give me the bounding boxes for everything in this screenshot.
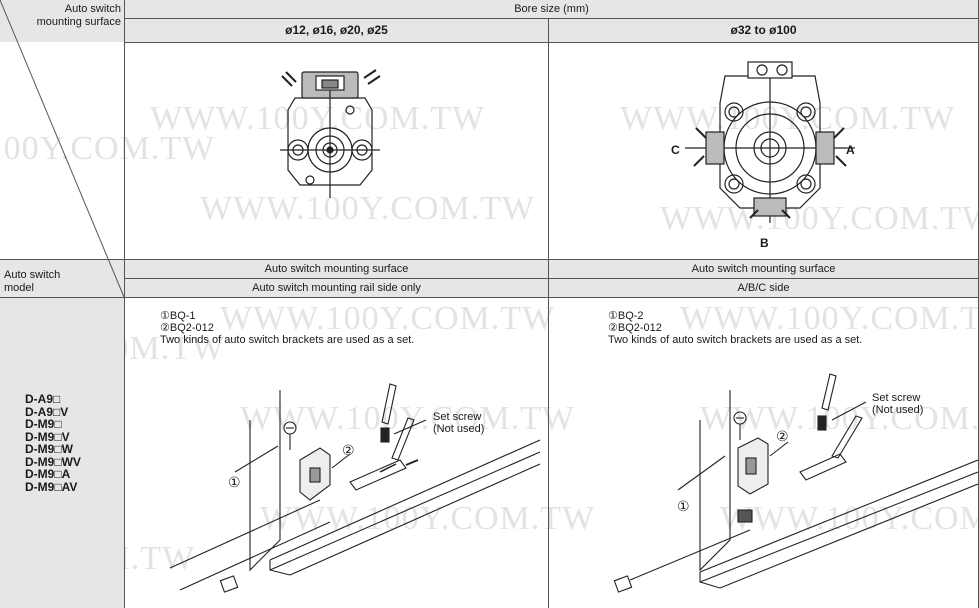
model-item: D-M9□AV (25, 479, 78, 494)
col2-bore-header: ø32 to ø100 (730, 23, 797, 37)
col1-bore-header: ø12, ø16, ø20, ø25 (285, 23, 388, 37)
model-item: D-A9□ (25, 392, 61, 406)
model-item: D-M9□V (25, 429, 70, 444)
not-used-label: (Not used) (872, 404, 924, 416)
col2-bracket-drawing (613, 373, 978, 593)
label-a: A (846, 143, 855, 157)
col2-bracket-2: ②BQ2-012 (608, 322, 662, 334)
grid-line (124, 18, 979, 19)
bore-size-header: Bore size (mm) (514, 2, 589, 15)
col1-bracket-2: ②BQ2-012 (160, 322, 214, 334)
corner-label-top: Auto switch mounting surface (37, 3, 121, 29)
corner-bottom-line1: Auto switch (4, 269, 61, 281)
small-bore-cylinder-drawing (280, 69, 381, 198)
model-list: D-A9□ D-A9□V D-M9□ D-M9□V D-M9□W D-M9□WV… (25, 393, 81, 493)
col2-surface-value: A/B/C side (737, 281, 790, 294)
col2-set-screw: Set screw (Not used) (872, 392, 923, 416)
col1-bracket-note: Two kinds of auto switch brackets are us… (160, 334, 415, 346)
col1-bracket-drawing (169, 383, 540, 593)
grid-line (548, 18, 549, 608)
col1-callout-2: ② (342, 442, 355, 458)
grid-line (0, 297, 979, 298)
corner-label-bottom: Auto switch model (4, 269, 60, 295)
model-item: D-M9□WV (25, 454, 81, 469)
corner-diagonal (0, 0, 125, 298)
col1-bracket-notes: ①BQ-1 ②BQ2-012 Two kinds of auto switch … (160, 310, 414, 346)
model-item: D-M9□W (25, 442, 73, 456)
col1-surface-value: Auto switch mounting rail side only (252, 281, 421, 294)
grid-line (0, 259, 979, 260)
col2-callout-2: ② (776, 428, 789, 444)
col2-bracket-1: ①BQ-2 (608, 310, 644, 322)
model-column-band (0, 297, 124, 608)
col1-callout-1: ① (228, 474, 241, 490)
col2-callout-1: ① (677, 498, 690, 514)
corner-top-line2: mounting surface (36, 16, 121, 28)
set-screw-label: Set screw (872, 392, 921, 404)
large-bore-cylinder-drawing (685, 61, 855, 223)
col1-bracket-1: ①BQ-1 (160, 310, 196, 322)
header-band (0, 0, 979, 42)
corner-top-line1: Auto switch (64, 3, 121, 15)
col2-surface-label: Auto switch mounting surface (691, 262, 836, 275)
col1-surface-label: Auto switch mounting surface (264, 262, 409, 275)
model-item: D-A9□V (25, 404, 69, 419)
col2-bracket-notes: ①BQ-2 ②BQ2-012 Two kinds of auto switch … (608, 310, 862, 346)
grid-line (124, 0, 125, 608)
grid-line (124, 42, 979, 43)
not-used-label: (Not used) (433, 423, 485, 435)
corner-bottom-line2: model (4, 282, 34, 294)
label-b: B (760, 236, 769, 250)
set-screw-label: Set screw (433, 411, 482, 423)
model-item: D-M9□ (25, 417, 62, 431)
col2-bracket-note: Two kinds of auto switch brackets are us… (608, 334, 863, 346)
grid-line (124, 278, 979, 279)
col1-set-screw: Set screw (Not used) (433, 411, 484, 435)
model-item: D-M9□A (25, 467, 71, 481)
label-c: C (671, 143, 680, 157)
